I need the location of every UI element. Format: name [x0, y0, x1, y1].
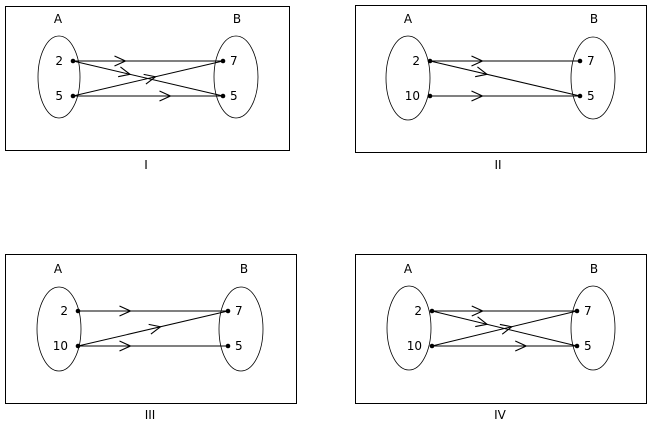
- arrowhead-icon: [471, 90, 484, 102]
- set-b-element: 7: [235, 304, 243, 318]
- set-a-label: A: [404, 262, 413, 276]
- panel-frame: [355, 254, 647, 404]
- set-b-ellipse: [213, 35, 259, 119]
- set-a-ellipse: [37, 35, 81, 119]
- set-a-label: A: [54, 12, 63, 26]
- panel-caption: I: [144, 158, 148, 172]
- set-b-ellipse: [570, 285, 616, 371]
- panel-1: A B 2 5 7 5I: [5, 6, 290, 172]
- set-b-element: 5: [235, 339, 243, 353]
- set-b-label: B: [590, 12, 598, 26]
- set-a-label: A: [404, 12, 413, 26]
- arrowhead-icon: [475, 66, 489, 78]
- arrowhead-icon: [118, 66, 132, 78]
- arrowhead-icon: [159, 90, 172, 102]
- set-b-element: 7: [230, 54, 238, 68]
- arrowhead-icon: [471, 305, 485, 317]
- set-b-label: B: [233, 12, 241, 26]
- set-a-element: 5: [55, 89, 63, 103]
- set-b-label: B: [240, 262, 248, 276]
- mapping-arrow-line: [429, 60, 581, 97]
- arrowhead-icon: [114, 55, 127, 67]
- panel-caption: III: [145, 408, 156, 422]
- set-a-element: 2: [60, 304, 68, 318]
- arrowhead-icon: [475, 316, 489, 328]
- arrowhead-icon: [515, 340, 528, 352]
- panel-frame: [5, 254, 297, 404]
- set-b-ellipse: [218, 286, 264, 372]
- set-a-ellipse: [36, 286, 82, 372]
- mapping-arrow-line: [431, 310, 578, 347]
- panel-2: A B 2 10 7 5II: [355, 5, 647, 172]
- set-a-element: 10: [53, 339, 68, 353]
- set-b-element: 7: [584, 304, 592, 318]
- set-a-ellipse: [385, 35, 431, 121]
- set-b-element: 5: [584, 339, 592, 353]
- set-a-ellipse: [386, 285, 432, 371]
- set-b-element: 5: [230, 89, 238, 103]
- arrowhead-icon: [119, 305, 132, 317]
- mapping-arrow-line: [72, 60, 224, 97]
- arrowhead-icon: [143, 73, 157, 85]
- panel-4: A B 2 10 7 5IV: [355, 254, 647, 422]
- panel-caption: II: [494, 158, 501, 172]
- panel-frame: [5, 6, 290, 151]
- set-b-label: B: [590, 262, 598, 276]
- arrowhead-icon: [148, 323, 162, 335]
- set-b-ellipse: [570, 36, 616, 120]
- set-a-element: 2: [55, 54, 63, 68]
- panel-frame: [355, 5, 647, 153]
- set-a-element: 2: [414, 304, 422, 318]
- panel-caption: IV: [494, 408, 507, 422]
- set-b-element: 5: [587, 89, 595, 103]
- set-a-element: 10: [407, 339, 422, 353]
- arrowhead-icon: [499, 323, 514, 335]
- arrowhead-icon: [471, 55, 484, 67]
- set-a-label: A: [54, 262, 63, 276]
- set-a-element: 10: [405, 89, 420, 103]
- arrowhead-icon: [119, 340, 132, 352]
- set-b-element: 7: [587, 54, 595, 68]
- set-a-element: 2: [412, 54, 420, 68]
- mapping-arrow-line: [77, 310, 229, 347]
